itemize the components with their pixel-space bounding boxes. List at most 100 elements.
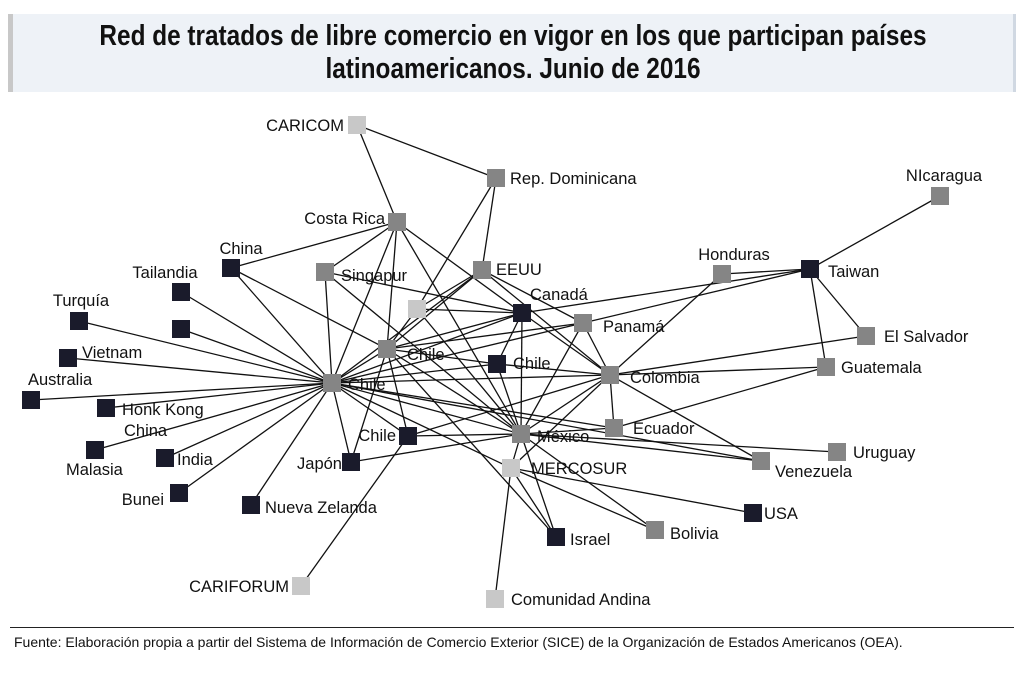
node-mercosur[interactable]: MERCOSUR [502,459,627,478]
node-label: Japón [297,455,342,473]
node-australia[interactable]: Australia [22,371,93,409]
edge-chile1-chile4 [386,348,409,437]
node-marker [59,349,77,367]
edge-eeuu-chile3 [331,269,483,384]
node-panama[interactable]: Panamá [574,314,665,336]
node-caricom[interactable]: CARICOM [266,116,366,135]
node-label: Chile [513,355,551,373]
node-label: Venezuela [775,463,853,481]
edge-costarica-singapur [324,221,398,273]
edge-chile2-chile1 [386,348,498,365]
node-vietnam[interactable]: Vietnam [59,344,142,367]
edge-canada-chile1 [386,312,523,350]
node-marker [512,425,530,443]
node-marker [744,504,762,522]
node-unl_dark[interactable] [172,320,190,338]
edge-singapur-chile3 [324,271,333,384]
node-turquia[interactable]: Turquía [53,292,110,330]
edge-colombia-guatemala [609,366,827,376]
node-marker [323,374,341,392]
node-marker [70,312,88,330]
node-eeuu[interactable]: EEUU [473,261,542,279]
node-label: Costa Rica [304,210,386,228]
edge-mercosur-usa [510,467,754,514]
node-cariforum[interactable]: CARIFORUM [189,577,310,596]
node-marker [408,300,426,318]
node-chile1[interactable]: Chile [378,340,445,364]
node-chile2[interactable]: Chile [488,355,551,373]
node-marker [547,528,565,546]
node-honduras[interactable]: Honduras [698,246,770,283]
node-repdom[interactable]: Rep. Dominicana [487,169,637,188]
edge-canada-unl_light [416,308,523,314]
node-label: NIcaragua [906,167,983,185]
edge-costarica-mexico [396,221,522,435]
edge-honduras-taiwan [721,268,811,275]
node-singapur[interactable]: Singapur [316,263,408,285]
node-chile4[interactable]: Chile [358,427,417,445]
edge-chile3-ecuador [331,382,615,429]
edge-colombia-mexico [520,374,611,435]
node-marker [857,327,875,345]
node-marker [378,340,396,358]
node-china[interactable]: China [219,240,263,277]
edge-costarica-canada [396,221,523,314]
node-marker [486,590,504,608]
node-label-line2: China [124,422,168,440]
edge-canada-chile3 [331,312,523,384]
node-marker [931,187,949,205]
edge-chile1-mexico [386,348,522,435]
edge-guatemala-ecuador [613,366,827,429]
node-japon[interactable]: Japón [297,453,360,473]
node-label: Nueva Zelanda [265,499,378,517]
node-bolivia[interactable]: Bolivia [646,521,719,543]
node-label: Rep. Dominicana [510,170,637,188]
node-chile3[interactable]: Chile [323,374,386,394]
node-label: CARIFORUM [189,578,289,596]
node-label: El Salvador [884,328,969,346]
node-guatemala[interactable]: Guatemala [817,358,923,377]
node-mexico[interactable]: México [512,425,589,446]
node-elsalvador[interactable]: El Salvador [857,327,969,346]
node-label: MERCOSUR [531,460,627,478]
node-marker [172,320,190,338]
edge-chile1-israel [386,348,557,538]
edge-eeuu-colombia [481,269,611,376]
node-comunidad[interactable]: Comunidad Andina [486,590,651,609]
node-label: CARICOM [266,117,344,135]
node-label: Honduras [698,246,770,264]
node-malasia[interactable]: Malasia [66,441,124,479]
node-label: Israel [570,531,610,549]
node-marker [817,358,835,376]
node-tailandia[interactable]: Tailandia [132,264,198,301]
edge-mercosur-israel [510,467,557,538]
edge-chile3-venezuela [331,382,762,462]
node-nicaragua[interactable]: NIcaragua [906,167,983,205]
node-india[interactable]: India [156,449,214,469]
node-usa[interactable]: USA [744,504,798,523]
node-uruguay[interactable]: Uruguay [828,443,916,462]
edge-costarica-china [230,221,398,269]
node-ecuador[interactable]: Ecuador [605,419,695,438]
edge-mercosur-comunidad [494,467,512,600]
node-nuevazelanda[interactable]: Nueva Zelanda [242,496,378,517]
edge-colombia-chile4 [407,374,611,437]
node-marker [399,427,417,445]
node-costarica[interactable]: Costa Rica [304,210,406,231]
node-label: Uruguay [853,444,916,462]
node-israel[interactable]: Israel [547,528,610,549]
node-marker [316,263,334,281]
node-marker [342,453,360,471]
node-label: Taiwan [828,263,879,281]
node-taiwan[interactable]: Taiwan [801,260,879,281]
node-bunei[interactable]: Bunei [122,484,188,509]
edge-repdom-eeuu [481,177,497,271]
edge-colombia-chile3 [331,374,611,384]
node-venezuela[interactable]: Venezuela [752,452,853,481]
node-unl_light[interactable] [408,300,426,318]
node-canada[interactable]: Canadá [513,286,589,322]
node-colombia[interactable]: Colombia [601,366,701,387]
node-label: Colombia [630,369,701,387]
